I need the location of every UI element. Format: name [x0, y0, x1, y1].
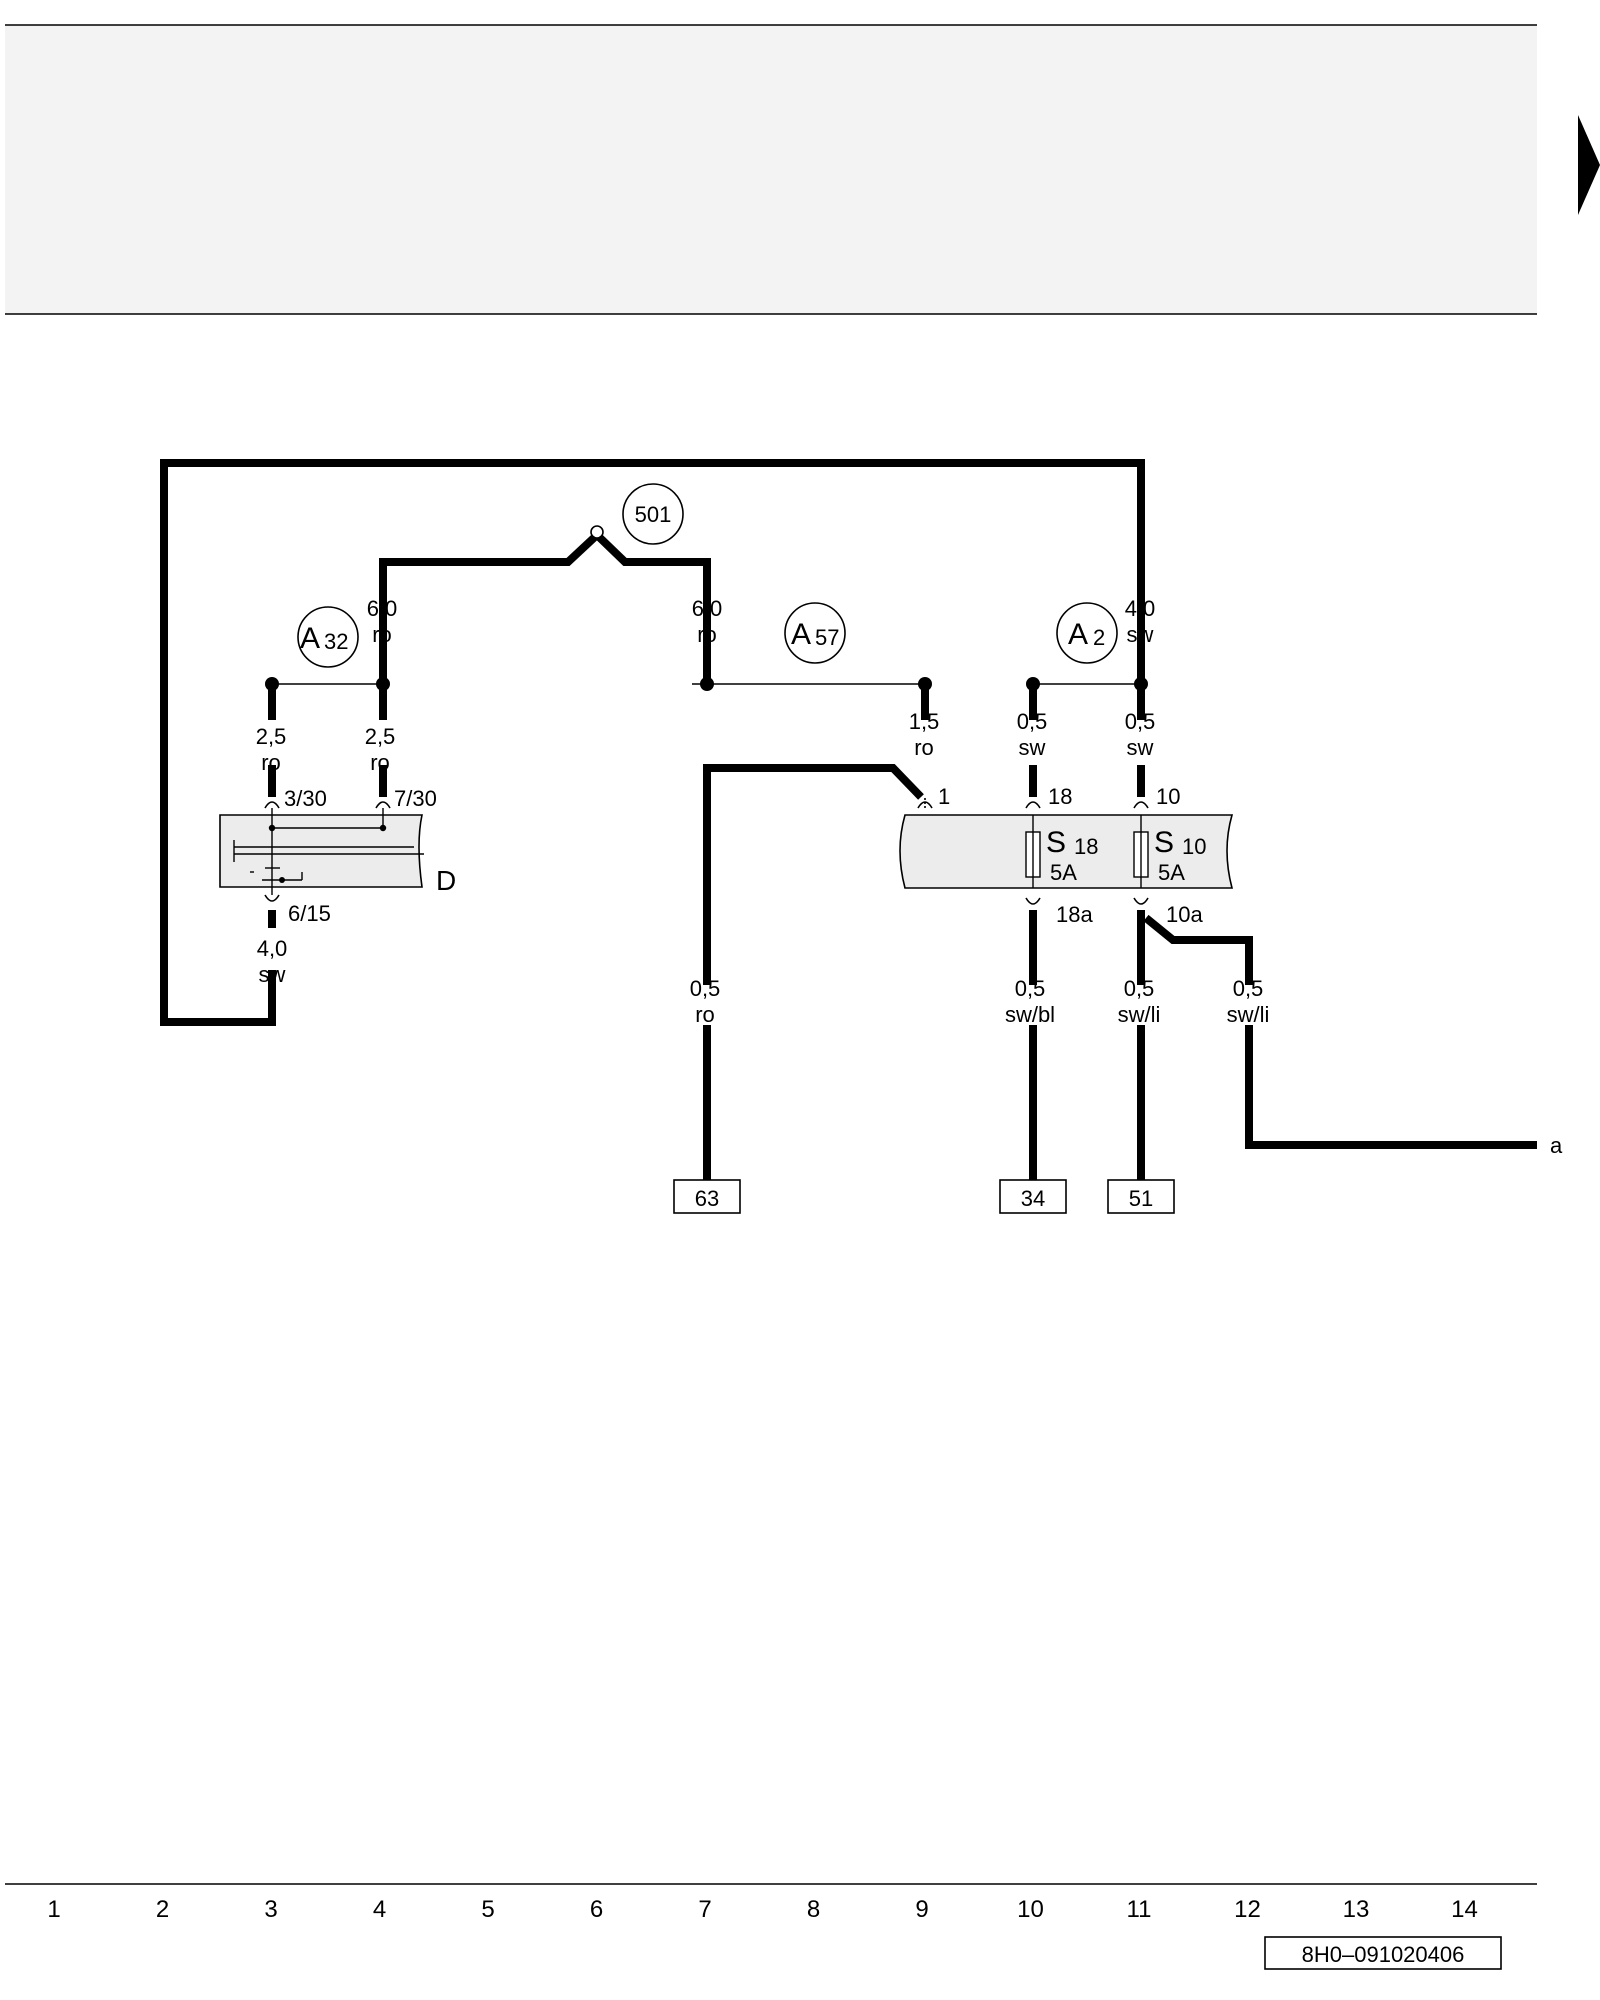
- wire-0-5-swli-b-low: [1245, 1025, 1537, 1149]
- wire-label-size: 2,5: [365, 724, 396, 749]
- wire-label-size: 0,5: [1233, 976, 1264, 1001]
- svg-text:51: 51: [1129, 1186, 1153, 1211]
- svg-text:57: 57: [815, 625, 839, 650]
- grid-number: 12: [1234, 1896, 1261, 1923]
- grid-number: 10: [1017, 1896, 1044, 1923]
- wire-labels: 6,0 ro 6,0 ro 4,0 sw 2,5 ro 2,5 ro 4,0 s…: [256, 596, 1270, 1027]
- wire-label-color: ro: [261, 750, 281, 775]
- wire-label-size: 0,5: [1124, 976, 1155, 1001]
- connector-A2: A 2: [1056, 602, 1118, 664]
- pin-label-10a: 10a: [1166, 902, 1203, 927]
- fuse-S18-letter: S: [1046, 826, 1066, 859]
- grid-number: 3: [264, 1896, 277, 1923]
- fuse-S10: S 10 5A: [1133, 815, 1206, 888]
- grid-number: 5: [481, 1896, 494, 1923]
- wire-label-color: sw: [259, 962, 286, 987]
- fuse-S18-rating: 5A: [1050, 860, 1077, 885]
- pin-label-6-15: 6/15: [288, 901, 331, 926]
- svg-text:501: 501: [635, 502, 672, 527]
- grid-number: 1: [47, 1896, 60, 1923]
- svg-text:34: 34: [1021, 1186, 1045, 1211]
- thick-wires: [160, 459, 1537, 1188]
- reference-51[interactable]: 51: [1107, 1179, 1175, 1214]
- component-D: D: [219, 808, 456, 896]
- wire-label-size: 0,5: [1017, 709, 1048, 734]
- wire-label-size: 0,5: [690, 976, 721, 1001]
- connector-A57: A 57: [784, 602, 846, 664]
- svg-text:32: 32: [324, 629, 348, 654]
- wire-label-size: 1,5: [909, 709, 940, 734]
- wire-label-color: sw: [1127, 735, 1154, 760]
- grid-number: 4: [373, 1896, 386, 1923]
- grid-number: 7: [698, 1896, 711, 1923]
- splice-501-dot: [590, 525, 604, 539]
- pin-label-18a: 18a: [1056, 902, 1093, 927]
- wire-label-size: 6,0: [692, 596, 723, 621]
- svg-text:A: A: [300, 622, 320, 655]
- connector-501: 501: [622, 483, 684, 545]
- pin-label-18: 18: [1048, 784, 1072, 809]
- wire-label-color: ro: [914, 735, 934, 760]
- continuation-label-a: a: [1550, 1133, 1563, 1158]
- grid-number: 11: [1127, 1896, 1152, 1923]
- wire-label-color: sw/bl: [1005, 1002, 1055, 1027]
- document-id: 8H0–091020406: [1302, 1942, 1465, 1967]
- wire-label-size: 4,0: [257, 936, 288, 961]
- wire-label-color: ro: [372, 622, 392, 647]
- fuse-S10-number: 10: [1182, 834, 1206, 859]
- fuse-S10-rating: 5A: [1158, 860, 1185, 885]
- component-D-label: D: [436, 865, 456, 896]
- grid-number: 13: [1343, 1896, 1370, 1923]
- wire-label-color: ro: [695, 1002, 715, 1027]
- pin-label-1: 1: [938, 784, 950, 809]
- fuse-S10-letter: S: [1154, 826, 1174, 859]
- wire-label-color: sw/li: [1227, 1002, 1270, 1027]
- wire-label-size: 6,0: [367, 596, 398, 621]
- wire-label-color: sw/li: [1118, 1002, 1161, 1027]
- svg-text:63: 63: [695, 1186, 719, 1211]
- pin-label-3-30: 3/30: [284, 786, 327, 811]
- reference-boxes: 63 34 51 a: [673, 1133, 1563, 1214]
- connectors: A 32 A 57 A 2 501: [297, 483, 1118, 668]
- wire-label-color: ro: [370, 750, 390, 775]
- svg-text:A: A: [791, 618, 811, 651]
- wire-label-size: 0,5: [1125, 709, 1156, 734]
- svg-text:2: 2: [1093, 625, 1105, 650]
- fuse-S18-number: 18: [1074, 834, 1098, 859]
- connector-A32: A 32: [297, 606, 359, 668]
- grid-number: 6: [590, 1896, 603, 1923]
- wire-label-size: 0,5: [1015, 976, 1046, 1001]
- wire-label-size: 2,5: [256, 724, 287, 749]
- fuse-box: S 18 5A S 10 5A: [899, 798, 1234, 889]
- grid-number: 8: [807, 1896, 820, 1923]
- fuse-S18: S 18 5A: [1025, 815, 1098, 888]
- pin-markers: [264, 801, 1149, 905]
- wire-label-color: ro: [697, 622, 717, 647]
- wire-4-0-sw-loop: [160, 459, 1145, 1026]
- grid-number: 2: [156, 1896, 169, 1923]
- wire-0-5-ro-upper: [703, 764, 924, 985]
- pin-label-7-30: 7/30: [394, 786, 437, 811]
- grid-number: 14: [1451, 1896, 1478, 1923]
- header-band: [5, 24, 1537, 315]
- wire-6-0-ro-bridge: [379, 529, 711, 682]
- pin-label-10: 10: [1156, 784, 1180, 809]
- wire-0-5-swli-b: [1143, 914, 1253, 985]
- wire-label-size: 4,0: [1125, 596, 1156, 621]
- reference-63[interactable]: 63: [673, 1179, 741, 1214]
- junction-dots: [265, 525, 1148, 691]
- svg-text:A: A: [1068, 618, 1088, 651]
- wire-label-color: sw: [1019, 735, 1046, 760]
- grid-number: 9: [915, 1896, 928, 1923]
- pin-labels: 3/30 7/30 6/15 1 18 10 18a 10a: [284, 784, 1203, 927]
- wire-label-color: sw: [1127, 622, 1154, 647]
- reference-34[interactable]: 34: [999, 1179, 1067, 1214]
- triangle-right-icon[interactable]: [1578, 115, 1600, 215]
